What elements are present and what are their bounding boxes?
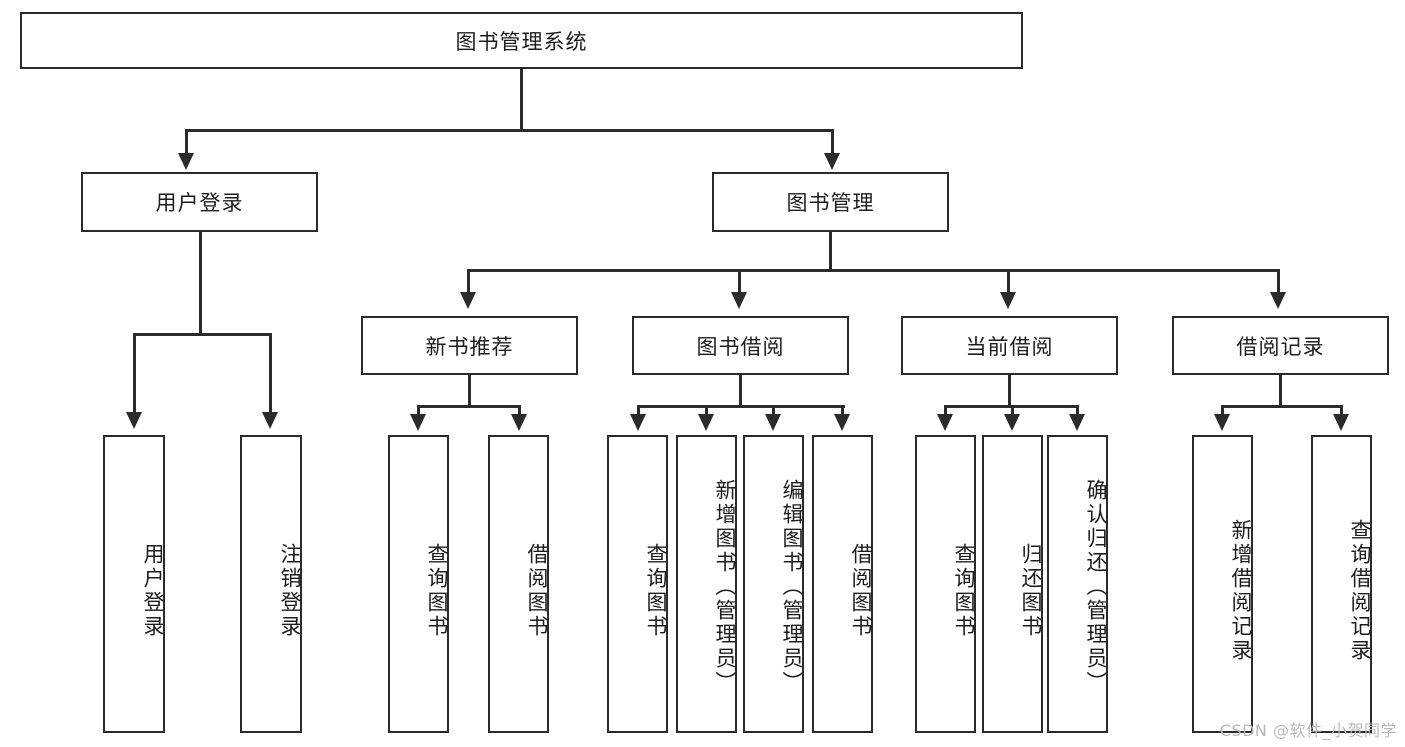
node-current-borrow-label: 当前借阅 — [965, 334, 1054, 359]
leaf-user-logout-label: 注销登录 — [278, 543, 302, 639]
connector-nbr-drop-2 — [518, 405, 521, 417]
connector-bb-stem — [739, 375, 742, 407]
connector-book-management-bar — [467, 269, 1277, 272]
node-user-login[interactable]: 用户登录 — [81, 172, 318, 232]
arrowhead-leaf-user-logout — [262, 412, 278, 429]
connector-root-to-book-management — [831, 129, 834, 157]
leaf-query-book-2-label: 查询图书 — [644, 543, 668, 639]
node-book-management[interactable]: 图书管理 — [712, 172, 949, 232]
node-user-login-label: 用户登录 — [155, 191, 244, 215]
connector-cb-drop-3 — [1076, 405, 1079, 417]
arrowhead-book-borrow — [731, 292, 747, 309]
connector-bm-drop-1 — [467, 269, 470, 295]
leaf-user-logout[interactable]: 注销登录 — [240, 435, 302, 733]
node-root-system-label: 图书管理系统 — [455, 29, 588, 54]
leaf-confirm-return[interactable]: 确认归还（管理员） — [1047, 435, 1108, 733]
leaf-borrow-book-2[interactable]: 借阅图书 — [812, 435, 873, 733]
leaf-borrow-book-1-label: 借阅图书 — [525, 543, 549, 639]
connector-user-login-drop-2 — [269, 333, 272, 416]
arrowhead-new-book-recommend — [460, 292, 476, 309]
leaf-query-book-1-label: 查询图书 — [425, 543, 449, 639]
leaf-borrow-book-1[interactable]: 借阅图书 — [488, 435, 549, 733]
connector-nbr-drop-1 — [417, 405, 420, 417]
node-borrow-record-label: 借阅记录 — [1236, 334, 1325, 359]
arrowhead-leaf-add-record — [1214, 414, 1230, 431]
connector-nbr-stem — [468, 375, 471, 407]
arrowhead-leaf-return-book — [1004, 414, 1020, 431]
connector-user-login-stem — [199, 232, 202, 335]
watermark: CSDN @软件_小贺同学 — [1219, 721, 1397, 740]
node-new-book-recommend[interactable]: 新书推荐 — [361, 316, 578, 375]
connector-cb-bar — [944, 405, 1076, 408]
node-book-borrow[interactable]: 图书借阅 — [632, 316, 849, 375]
connector-root-stem — [520, 69, 523, 131]
connector-bm-drop-3 — [1007, 269, 1010, 295]
node-book-management-label: 图书管理 — [786, 191, 875, 215]
leaf-return-book[interactable]: 归还图书 — [982, 435, 1043, 733]
arrowhead-leaf-query-book-2 — [630, 414, 646, 431]
arrowhead-leaf-user-login — [126, 412, 142, 429]
leaf-user-login[interactable]: 用户登录 — [103, 435, 165, 733]
node-book-borrow-label: 图书借阅 — [696, 334, 785, 359]
leaf-add-record-label: 新增借阅记录 — [1229, 519, 1253, 663]
leaf-add-book-label: 新增图书（管理员） — [713, 479, 737, 695]
arrowhead-borrow-record — [1270, 292, 1286, 309]
leaf-edit-book-label: 编辑图书（管理员） — [780, 479, 804, 695]
node-borrow-record[interactable]: 借阅记录 — [1172, 316, 1389, 375]
leaf-query-record-label: 查询借阅记录 — [1348, 519, 1372, 663]
connector-bm-drop-2 — [738, 269, 741, 295]
connector-bb-drop-4 — [841, 405, 844, 417]
arrowhead-leaf-borrow-book-1 — [511, 414, 527, 431]
connector-br-stem — [1279, 375, 1282, 407]
arrowhead-leaf-edit-book — [765, 414, 781, 431]
node-current-borrow[interactable]: 当前借阅 — [901, 316, 1118, 375]
leaf-query-book-3-label: 查询图书 — [952, 543, 976, 639]
leaf-edit-book[interactable]: 编辑图书（管理员） — [743, 435, 804, 733]
leaf-add-book[interactable]: 新增图书（管理员） — [676, 435, 737, 733]
node-root-system[interactable]: 图书管理系统 — [20, 12, 1023, 69]
connector-cb-drop-2 — [1011, 405, 1014, 417]
connector-book-management-stem — [829, 232, 832, 271]
leaf-borrow-book-2-label: 借阅图书 — [849, 543, 873, 639]
arrowhead-leaf-borrow-book-2 — [834, 414, 850, 431]
arrowhead-current-borrow — [1000, 292, 1016, 309]
connector-user-login-drop-1 — [133, 333, 136, 416]
arrowhead-leaf-add-book — [698, 414, 714, 431]
connector-root-to-user-login — [185, 129, 188, 157]
connector-bb-drop-1 — [637, 405, 640, 417]
connector-br-bar — [1221, 405, 1342, 408]
connector-bb-drop-3 — [772, 405, 775, 417]
connector-br-drop-2 — [1340, 405, 1343, 417]
connector-nbr-bar — [417, 405, 520, 408]
leaf-query-record[interactable]: 查询借阅记录 — [1311, 435, 1372, 733]
arrowhead-leaf-query-book-3 — [937, 414, 953, 431]
connector-cb-stem — [1008, 375, 1011, 407]
leaf-query-book-2[interactable]: 查询图书 — [607, 435, 668, 733]
connector-bb-bar — [637, 405, 845, 408]
connector-user-login-bar — [133, 333, 271, 336]
leaf-add-record[interactable]: 新增借阅记录 — [1192, 435, 1253, 733]
leaf-confirm-return-label: 确认归还（管理员） — [1084, 479, 1108, 695]
arrowhead-leaf-query-record — [1333, 414, 1349, 431]
leaf-query-book-1[interactable]: 查询图书 — [388, 435, 449, 733]
node-new-book-recommend-label: 新书推荐 — [425, 334, 514, 359]
connector-root-bar — [185, 129, 834, 132]
leaf-return-book-label: 归还图书 — [1019, 543, 1043, 639]
connector-bb-drop-2 — [705, 405, 708, 417]
arrowhead-leaf-query-book-1 — [410, 414, 426, 431]
arrowhead-user-login — [178, 153, 194, 170]
arrowhead-leaf-confirm-return — [1069, 414, 1085, 431]
connector-br-drop-1 — [1221, 405, 1224, 417]
connector-cb-drop-1 — [944, 405, 947, 417]
arrowhead-book-management — [824, 153, 840, 170]
leaf-user-login-label: 用户登录 — [141, 543, 165, 639]
leaf-query-book-3[interactable]: 查询图书 — [915, 435, 976, 733]
connector-bm-drop-4 — [1277, 269, 1280, 295]
